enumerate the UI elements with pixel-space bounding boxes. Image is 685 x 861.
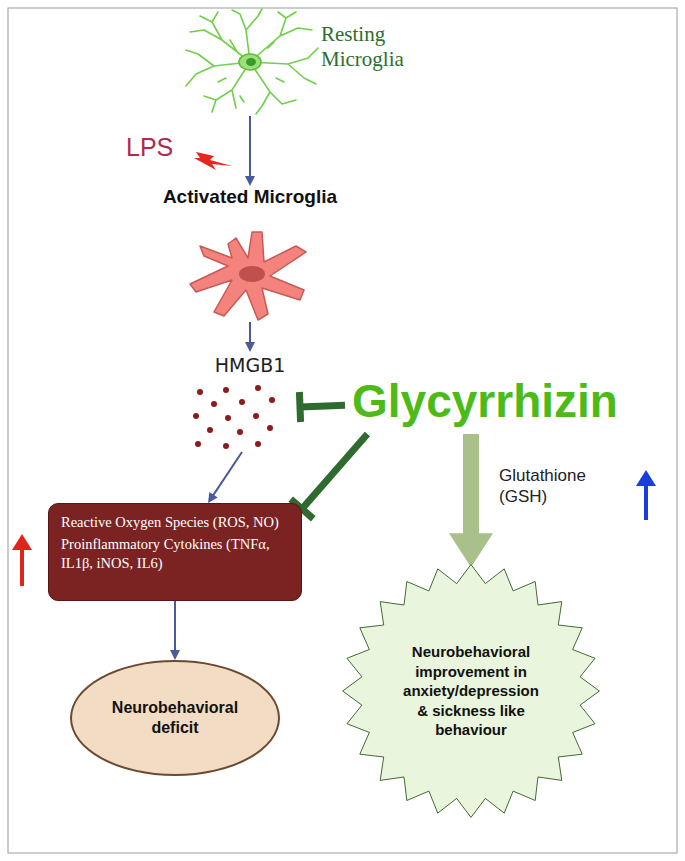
lightning-bolt [194,152,232,170]
frame-border [8,8,677,853]
resting-microglia-cell-part [246,58,256,66]
text-wrap: Activated Microglia [140,186,360,208]
drug-node: Glycyrrhizin [345,370,625,434]
hmgb1-particles-part [237,429,243,435]
activated-microglia-cell-part [190,232,306,320]
activated-microglia-cell-part [239,266,265,282]
hmgb1-particles-part [255,385,261,391]
connector-line [463,434,479,537]
edge-label: LPS [126,133,173,162]
hmgb1-particles-part [197,389,203,395]
arrow-connector [170,601,180,660]
node-text: HMGB1 [200,354,300,376]
node-text: Neurobehavioral improvement in anxiety/d… [396,642,546,740]
text-wrap: HMGB1 [200,354,300,376]
resting-microglia-cell-part [250,12,312,62]
arrow-head [208,492,218,503]
increase-arrow-red-part [20,548,24,586]
text-wrap: Glycyrrhizin [345,370,625,432]
hmgb1-particles-part [223,443,229,449]
hmgb1-particles-part [253,413,259,419]
node-text: Activated Microglia [140,186,360,208]
text-wrap: Neurobehavioral improvement in anxiety/d… [396,642,546,740]
node-text: Proinflammatory Cytokines (TNFα, IL1β, i… [61,535,289,574]
edge-label: Glutathione (GSH) [499,465,604,508]
outcome-ellipse: Neurobehavioral deficit [70,660,280,776]
node-text: Glycyrrhizin [345,370,625,432]
hmgb1-particles-part [207,427,213,433]
mediator-box: Reactive Oxygen Species (ROS, NO)Proinfl… [48,503,302,601]
arrow-head [245,342,255,352]
activated-microglia-cell [190,232,306,320]
resting-microglia-cell-part [204,62,250,112]
hmgb1-particles-part [239,399,245,405]
connector-line [249,322,251,344]
hmgb1-particles-part [269,397,275,403]
inhibit-connector [299,392,345,422]
starburst-shape [343,565,600,818]
node-text: Reactive Oxygen Species (ROS, NO) [61,513,289,533]
node-text: Resting Microglia [321,22,433,72]
hmgb1-node: HMGB1 [200,352,300,452]
hmgb1-particles-part [267,425,273,431]
arrow-head [170,650,180,660]
increase-arrow-blue-part [644,484,648,520]
microglia-node: Activated Microglia [140,186,360,322]
hmgb1-particles-part [211,401,217,407]
increase-arrow-blue-part [636,470,656,486]
text-wrap: Resting Microglia [321,22,433,72]
hmgb1-particles-part [223,387,229,393]
hmgb1-particles-part [195,441,201,447]
hmgb1-particles-part [255,441,261,447]
increase-arrow-red [12,534,32,586]
resting-microglia-cell-part [186,50,250,86]
arrow-head [449,533,493,567]
connector-line [212,452,242,496]
resting-microglia-cell-part [218,40,284,102]
text-wrap: Neurobehavioral deficit [100,698,250,738]
increase-arrow-red-part [12,534,32,550]
resting-microglia-cell-part [239,54,261,70]
arrow-connector [245,116,255,186]
resting-microglia-cell-part [250,62,296,114]
connector-line [302,434,367,509]
microglia-node: Resting Microglia [185,8,435,116]
increase-arrow-blue [636,470,656,520]
node-text: Neurobehavioral deficit [100,698,250,738]
arrow-connector [245,322,255,352]
text-wrap: Reactive Oxygen Species (ROS, NO)Proinfl… [49,504,301,585]
resting-microglia-cell [186,9,318,114]
arrow-connector [208,452,242,503]
connector-line [300,405,345,407]
hmgb1-particles [193,385,275,449]
outcome-starburst: Neurobehavioral improvement in anxiety/d… [340,562,602,820]
inhibit-connector [291,434,368,519]
hmgb1-particles-part [193,413,199,419]
connector-line [174,601,176,652]
hmgb1-particles-part [225,415,231,421]
connector-line [249,116,251,178]
arrow-head [245,176,255,186]
inhibit-bar [299,392,300,422]
lightning-bolt-part [194,152,232,170]
arrow-connector [449,434,493,567]
